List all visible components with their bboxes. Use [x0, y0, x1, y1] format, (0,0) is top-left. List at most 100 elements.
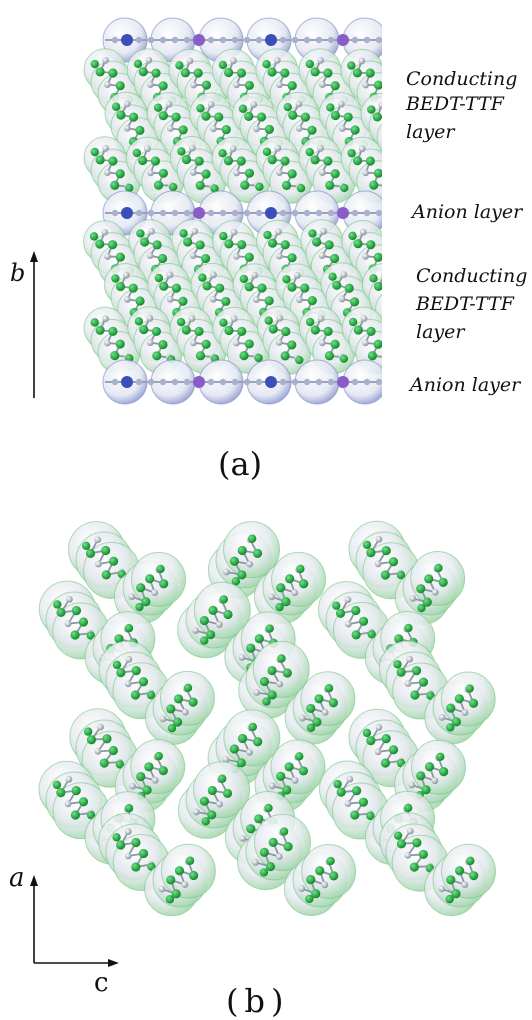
anion-ligand-atom	[171, 209, 179, 217]
bedt-ttf-molecule	[144, 843, 216, 917]
carbon-atom	[190, 81, 198, 89]
carbon-atom	[253, 296, 260, 303]
sulfur-atom	[108, 745, 118, 756]
anion-metal-atom	[337, 34, 349, 46]
sulfur-atom	[200, 253, 211, 264]
sulfur-atom	[310, 155, 320, 165]
bedt-ttf-molecule	[276, 91, 332, 161]
sulfur-atom	[349, 297, 360, 307]
sulfur-atom	[108, 556, 119, 566]
bond	[386, 117, 390, 129]
anion-ligand-atom	[231, 209, 239, 217]
vdw-shell	[131, 551, 187, 607]
sulfur-atom	[154, 751, 163, 761]
sulfur-atom	[125, 183, 134, 193]
sulfur-atom	[252, 548, 263, 558]
anion-ligand-atom	[363, 36, 371, 44]
sulfur-atom	[306, 723, 316, 732]
sulfur-atom	[281, 180, 292, 190]
carbon-atom	[431, 588, 439, 596]
carbon-atom	[276, 169, 283, 176]
carbon-atom	[66, 595, 73, 603]
sulfur-atom	[335, 608, 346, 618]
sulfur-atom	[409, 862, 419, 872]
layer-label-line: BEDT-TTF	[415, 293, 515, 315]
carbon-atom	[144, 145, 151, 153]
sulfur-atom	[254, 353, 263, 363]
carbon-atom	[230, 315, 238, 323]
sulfur-atom	[221, 296, 231, 307]
carbon-atom	[321, 708, 329, 716]
sulfur-atom	[181, 154, 192, 165]
sulfur-atom	[177, 147, 186, 156]
anion-metal-atom	[265, 34, 277, 46]
sulfur-atom	[131, 862, 141, 872]
sulfur-atom	[222, 788, 233, 799]
sulfur-atom	[193, 68, 203, 78]
sulfur-atom	[239, 274, 249, 284]
sulfur-atom	[244, 339, 254, 349]
b-axis-arrow	[30, 251, 38, 398]
carbon-atom	[94, 560, 102, 568]
sulfur-atom	[146, 690, 156, 700]
carbon-atom	[404, 851, 412, 859]
anion-ligand-atom	[363, 209, 371, 217]
sulfur-atom	[130, 690, 141, 700]
carbon-atom	[408, 781, 416, 789]
carbon-atom	[193, 808, 200, 816]
sulfur-atom	[158, 339, 168, 350]
bedt-ttf-molecule	[207, 521, 281, 599]
sulfur-atom	[253, 737, 263, 747]
sulfur-atom	[181, 325, 191, 335]
carbon-atom	[338, 125, 346, 132]
sulfur-atom	[353, 325, 363, 335]
carbon-atom	[122, 271, 130, 279]
carbon-atom	[165, 100, 173, 108]
sulfur-atom	[237, 570, 247, 580]
carbon-atom	[186, 57, 194, 65]
carbon-atom	[438, 714, 446, 721]
sulfur-atom	[151, 326, 162, 337]
sulfur-atom	[95, 239, 105, 249]
sulfur-atom	[305, 147, 314, 157]
carbon-atom	[223, 568, 230, 576]
carbon-atom	[461, 709, 469, 716]
sulfur-atom	[367, 351, 378, 361]
carbon-atom	[190, 339, 197, 347]
sulfur-atom	[112, 660, 122, 670]
carbon-atom	[253, 125, 260, 133]
conducting-layer-bottom	[83, 219, 382, 375]
anion-metal-atom	[193, 207, 205, 219]
sulfur-atom	[306, 875, 316, 885]
carbon-atom	[123, 296, 131, 303]
carbon-atom	[123, 100, 131, 108]
anion-ligand-atom	[135, 36, 143, 44]
sulfur-atom	[131, 665, 141, 676]
vdw-shell	[270, 739, 326, 795]
panel-b-molecule-packing	[38, 520, 497, 917]
sulfur-atom	[396, 667, 406, 677]
bedt-ttf-molecule	[298, 306, 356, 375]
carbon-atom	[239, 835, 247, 842]
anion-ligand-atom	[255, 378, 263, 386]
carbon-atom	[251, 271, 259, 279]
carbon-atom	[64, 800, 72, 808]
carbon-atom	[159, 715, 167, 723]
sulfur-atom	[396, 839, 407, 849]
sulfur-atom	[362, 540, 372, 550]
sulfur-atom	[418, 677, 429, 687]
carbon-atom	[188, 144, 196, 152]
sulfur-atom	[158, 81, 168, 91]
sulfur-atom	[340, 183, 349, 193]
sulfur-atom	[396, 570, 406, 580]
sulfur-atom	[89, 232, 99, 241]
sulfur-atom	[224, 67, 234, 78]
sulfur-atom	[267, 155, 277, 165]
sulfur-atom	[101, 545, 111, 556]
sulfur-atom	[323, 156, 333, 166]
sulfur-atom	[373, 80, 382, 90]
sulfur-atom	[416, 584, 426, 594]
bedt-ttf-molecule	[98, 640, 170, 720]
carbon-atom	[344, 596, 352, 604]
anion-ligand-atom	[363, 378, 371, 386]
